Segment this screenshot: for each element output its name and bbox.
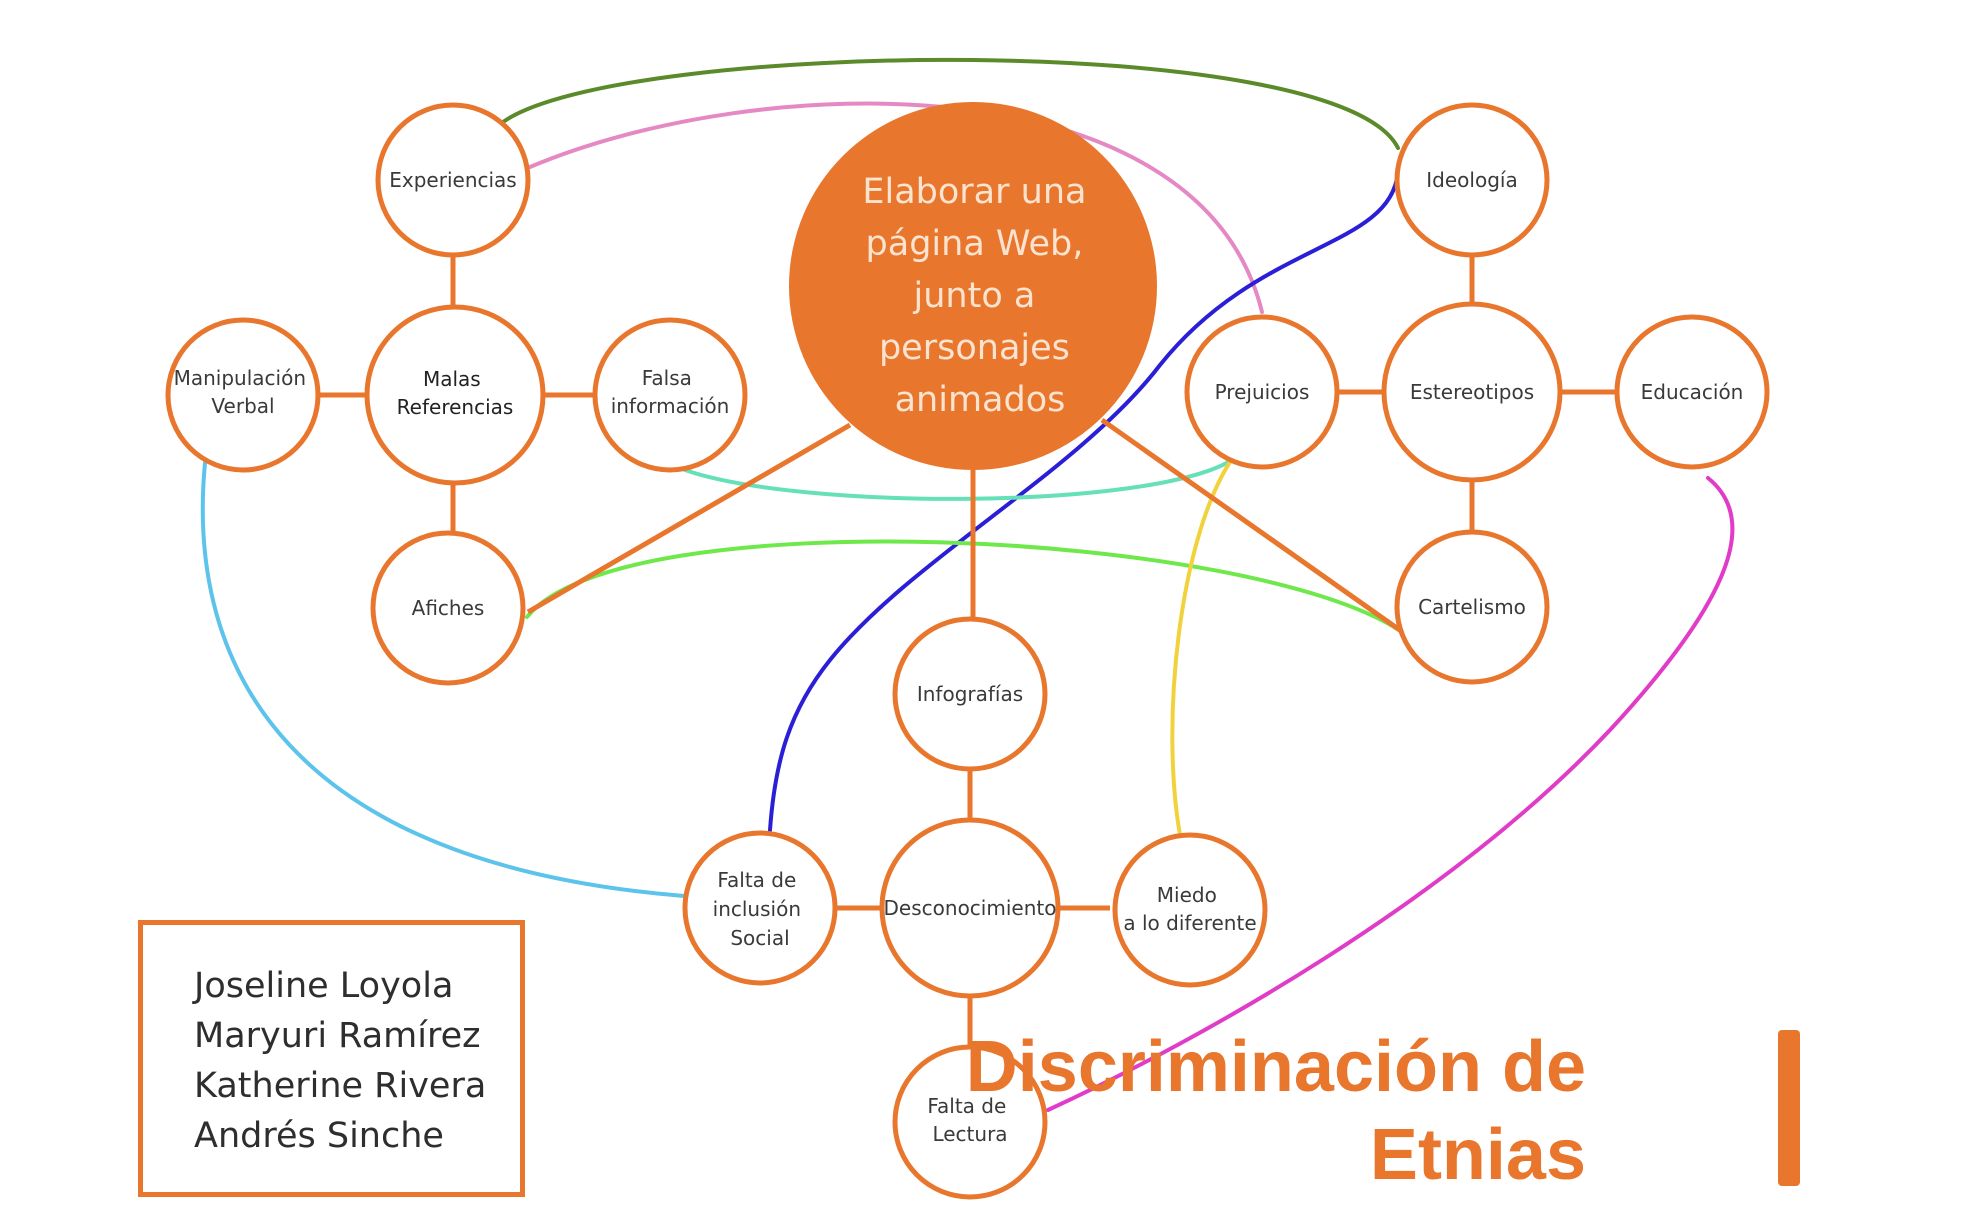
- connector-manipulacion-falta-inclusion: [200, 461, 686, 898]
- edge-center-afiches: [526, 422, 852, 615]
- author-name: Joseline Loyola: [194, 966, 454, 1006]
- central-idea-line: Elaborar una: [862, 172, 1086, 212]
- author-name: Andrés Sinche: [194, 1116, 444, 1156]
- node-falsa-informacion: Falsa información: [592, 317, 748, 473]
- author-name: Maryuri Ramírez: [194, 1016, 481, 1056]
- central-idea-node: Elaborar una página Web, junto a persona…: [789, 102, 1157, 470]
- central-idea-line: personajes: [879, 328, 1070, 368]
- diagram-title: Discriminación de Etnias: [966, 1023, 1586, 1199]
- central-idea-line: animados: [895, 380, 1066, 420]
- authors-box: Joseline Loyola Maryuri Ramírez Katherin…: [138, 920, 525, 1197]
- connector-ideologia-falta-inclusion: [768, 170, 1400, 832]
- node-cartelismo: Cartelismo: [1394, 529, 1550, 685]
- svg-text:Falta de Lectura: Falta de Lectura: [927, 1094, 1012, 1146]
- connector-afiches-cartelismo: [525, 539, 1404, 634]
- node-miedo-diferente: Miedo a lo diferente: [1112, 832, 1268, 988]
- edge-center-cartelismo: [1100, 417, 1406, 636]
- svg-text:Miedo a lo diferente: Miedo a lo diferente: [1123, 883, 1256, 935]
- node-manipulacion-verbal: Manipulación Verbal: [165, 317, 321, 473]
- node-infografias: Infografías: [892, 616, 1048, 772]
- connector-prejuicios-miedo: [1170, 460, 1232, 837]
- node-ideologia: Ideología: [1394, 102, 1550, 258]
- svg-text:Malas Referencias: Malas Referencias: [397, 367, 514, 419]
- node-falta-lectura: Falta de Lectura: [892, 1044, 1048, 1200]
- authors-list: Joseline Loyola Maryuri Ramírez Katherin…: [194, 961, 486, 1161]
- node-experiencias: Experiencias: [375, 102, 531, 258]
- node-estereotipos: Estereotipos: [1381, 301, 1563, 483]
- svg-text:Cartelismo: Cartelismo: [1418, 595, 1526, 619]
- node-educacion: Educación: [1614, 314, 1770, 470]
- svg-text:Ideología: Ideología: [1426, 168, 1517, 192]
- svg-text:Manipulación Verbal: Manipulación Verbal: [174, 366, 313, 418]
- connector-educacion-falta-lectura: [1046, 476, 1735, 1112]
- svg-text:Experiencias: Experiencias: [389, 168, 516, 192]
- node-desconocimiento: Desconocimiento: [879, 817, 1061, 999]
- svg-text:Educación: Educación: [1641, 380, 1744, 404]
- node-malas-referencias: Malas Referencias: [364, 304, 546, 486]
- svg-text:Estereotipos: Estereotipos: [1410, 380, 1534, 404]
- author-name: Katherine Rivera: [194, 1066, 487, 1106]
- connector-experiencias-ideologia: [501, 57, 1400, 150]
- svg-text:Falsa información: Falsa información: [611, 366, 730, 418]
- svg-text:Elaborar una página Web,: Elaborar una página Web, junto a persona…: [862, 172, 1097, 420]
- central-idea-line: página Web,: [866, 224, 1084, 264]
- svg-text:Afiches: Afiches: [412, 596, 485, 620]
- svg-text:Infografías: Infografías: [917, 682, 1023, 706]
- central-idea-line: junto a: [913, 276, 1036, 316]
- node-falta-inclusion-social: Falta de inclusión Social: [682, 830, 838, 986]
- svg-text:Falta de inclusión: Falta de inclusión Social: [713, 868, 808, 950]
- title-line-1: Discriminación de: [965, 1027, 1586, 1107]
- svg-text:Prejuicios: Prejuicios: [1215, 380, 1310, 404]
- title-line-2: Etnias: [1369, 1115, 1586, 1195]
- title-accent-bar: [1778, 1030, 1800, 1186]
- node-afiches: Afiches: [370, 530, 526, 686]
- svg-text:Desconocimiento: Desconocimiento: [884, 896, 1057, 920]
- node-prejuicios: Prejuicios: [1184, 314, 1340, 470]
